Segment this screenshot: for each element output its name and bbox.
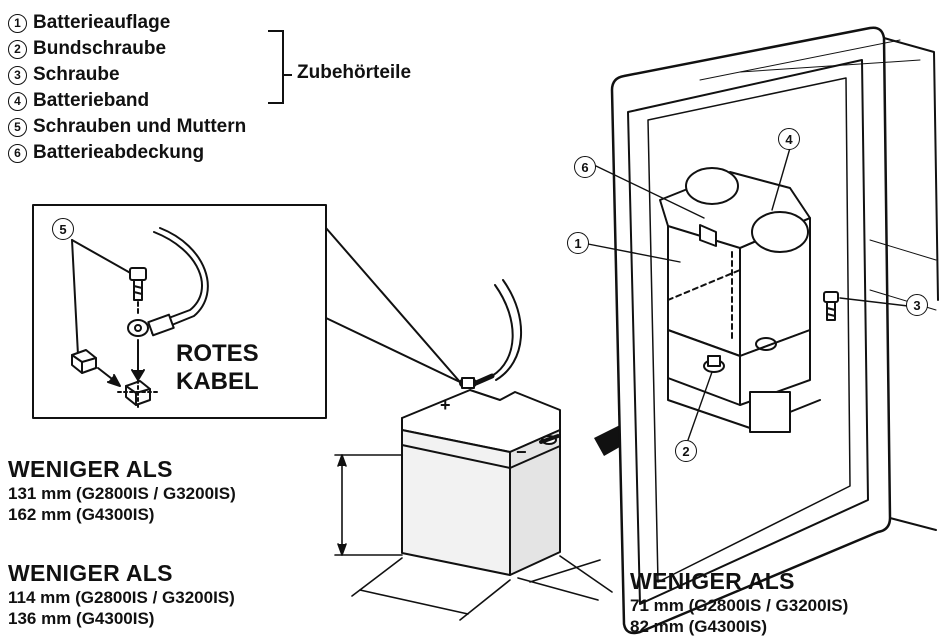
legend-item-4: 4 Batterieband [8,88,246,114]
legend-item-5: 5 Schrauben und Muttern [8,114,246,140]
legend-label-1: Batterieauflage [33,12,171,33]
legend-number-3: 3 [8,65,27,85]
callout-3: 3 [906,294,928,316]
callout-5: 5 [52,218,74,240]
red-cable-label-line2: KABEL [176,368,259,395]
length-dimension: WENIGER ALS 114 mm (G2800IS / G3200IS) 1… [8,560,235,629]
legend-label-3: Schraube [33,64,120,85]
red-cable-label: ROTES KABEL [176,340,259,396]
battery-cover [659,167,811,357]
flange-bolt-icon [703,355,725,373]
callout-leaders [587,147,909,441]
width-line1: 71 mm (G2800IS / G3200IS) [630,596,849,615]
length-line1: 114 mm (G2800IS / G3200IS) [8,588,235,607]
width-heading: WENIGER ALS [630,568,795,594]
bolt-icon [129,267,147,301]
legend-number-1: 1 [8,13,27,33]
battery-tray [667,329,821,433]
legend-item-6: 6 Batterieabdeckung [8,140,246,166]
accessories-bracket [268,30,284,104]
height-line2: 162 mm (G4300IS) [8,505,155,524]
plus-terminal-sign: + [440,395,451,415]
height-heading: WENIGER ALS [8,456,173,482]
width-line2: 82 mm (G4300IS) [630,617,768,636]
legend-label-2: Bundschraube [33,38,167,59]
legend-number-4: 4 [8,91,27,111]
length-heading: WENIGER ALS [8,560,173,586]
legend-label-4: Batterieband [33,90,150,111]
callout-4: 4 [778,128,800,150]
length-line2: 136 mm (G4300IS) [8,609,155,628]
legend-label-6: Batterieabdeckung [33,142,205,163]
accessories-group-label: Zubehörteile [297,62,412,83]
accessories-bracket-tick [282,74,292,76]
callout-1: 1 [567,232,589,254]
legend-item-2: 2 Bundschraube [8,36,246,62]
height-dimension: WENIGER ALS 131 mm (G2800IS / G3200IS) 1… [8,456,236,525]
nut-in-terminal-icon [117,379,159,411]
dimension-lines [334,454,613,621]
legend-number-2: 2 [8,39,27,59]
legend-number-6: 6 [8,143,27,163]
minus-terminal-sign: − [516,442,527,462]
generator-frame [610,26,939,635]
screw-icon [823,291,839,321]
height-line1: 131 mm (G2800IS / G3200IS) [8,484,236,503]
callout-6: 6 [574,156,596,178]
legend-label-5: Schrauben und Muttern [33,116,247,137]
legend-item-1: 1 Batterieauflage [8,10,246,36]
red-cable-label-line1: ROTES [176,340,259,367]
callout-2: 2 [675,440,697,462]
nut-icon [71,349,97,374]
width-dimension: WENIGER ALS 71 mm (G2800IS / G3200IS) 82… [630,568,848,637]
legend-item-3: 3 Schraube [8,62,246,88]
legend-number-5: 5 [8,117,27,137]
battery [401,279,561,576]
terminal-detail-inset [32,204,461,419]
